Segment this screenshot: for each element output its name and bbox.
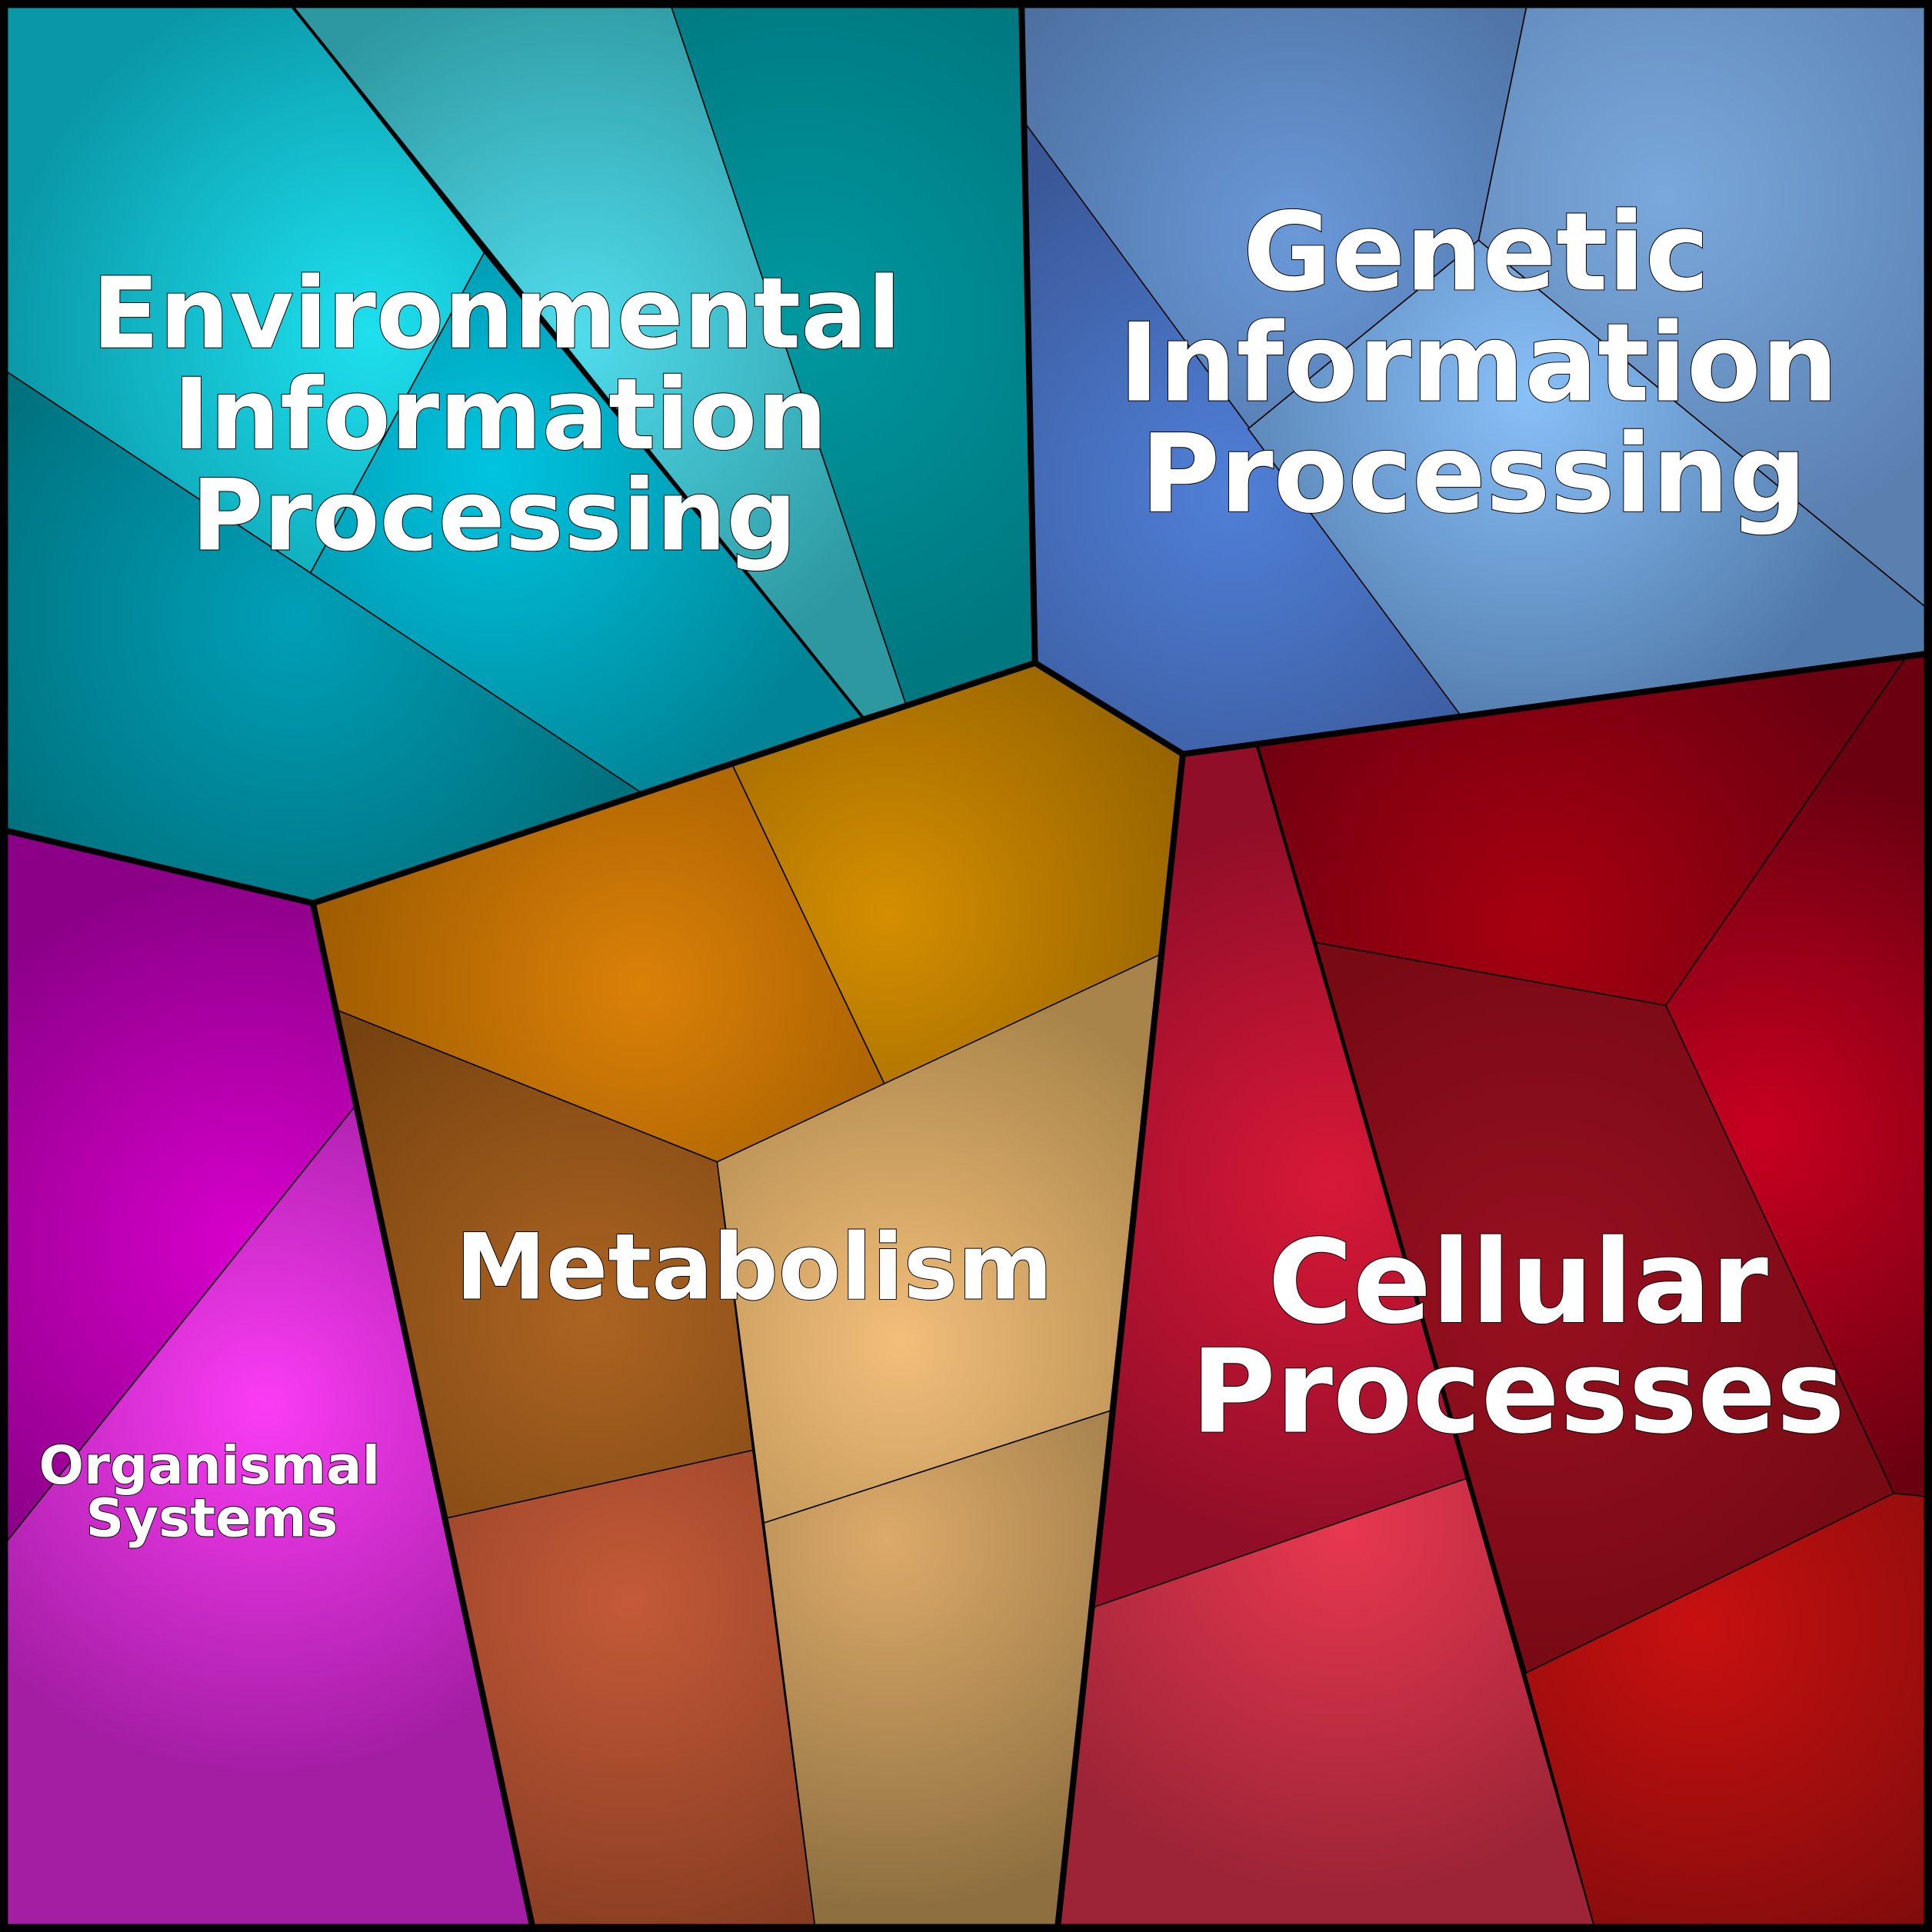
cell-genetic — [1477, 0, 1932, 614]
cell-metabolism — [763, 1410, 1111, 1932]
label-environmental-1: Environmental — [92, 257, 901, 371]
category-border — [285, 0, 864, 718]
category-border — [1018, 0, 1038, 663]
category-border — [1054, 754, 1186, 1932]
label-genetic-3: Processing — [1141, 411, 1807, 538]
label-genetic-2: Information — [1119, 301, 1838, 427]
category-border — [1255, 744, 1527, 1674]
label-environmental-2: Information — [173, 358, 827, 472]
label-organismal-1: Organismal — [38, 1435, 380, 1497]
cell-genetic — [1247, 239, 1932, 716]
category-border — [310, 902, 537, 1932]
label-metabolism: Metabolism — [455, 1214, 1053, 1321]
label-cellular-2: Processes — [1191, 1324, 1844, 1460]
label-environmental-3: Processing — [192, 459, 798, 574]
cell-organismal — [0, 1104, 535, 1932]
label-genetic-1: Genetic — [1243, 189, 1710, 315]
label-organismal-2: Systems — [86, 1488, 338, 1550]
label-cellular-1: Cellular — [1267, 1214, 1768, 1350]
